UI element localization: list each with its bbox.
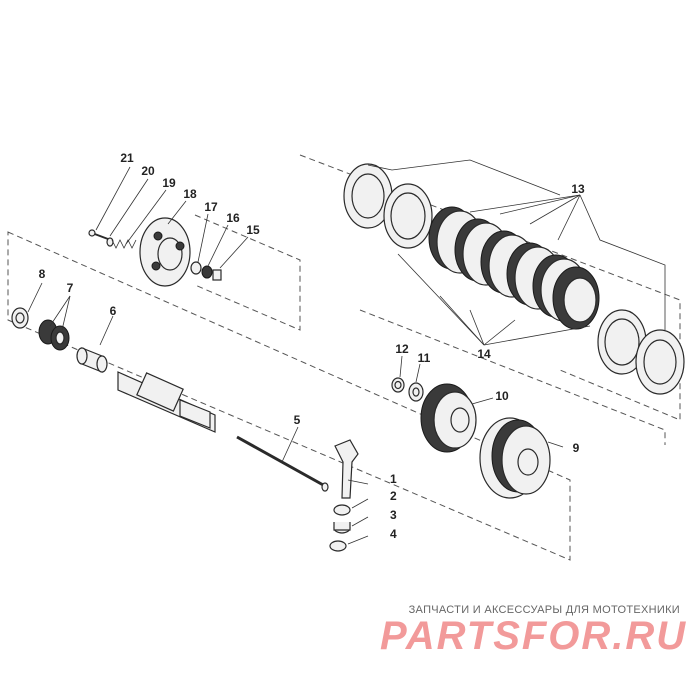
main-shaft — [117, 371, 216, 433]
callout-19: 19 — [162, 176, 176, 190]
part-12-nut — [391, 377, 405, 393]
part-2-seal — [333, 504, 351, 516]
callout-5: 5 — [294, 413, 301, 427]
callout-10: 10 — [495, 389, 509, 403]
callout-2: 2 — [390, 489, 397, 503]
callout-9: 9 — [573, 441, 580, 455]
callout-7: 7 — [67, 281, 74, 295]
part-20-washer — [106, 237, 114, 247]
callout-4: 4 — [390, 527, 397, 541]
part-1-release-lever — [334, 439, 359, 499]
part-21-screw — [88, 229, 109, 240]
watermark-logo: PARTSFOR.RU — [380, 614, 688, 658]
part-7-needle-bearings — [38, 319, 70, 351]
callout-18: 18 — [183, 187, 197, 201]
callout-3: 3 — [390, 508, 397, 522]
part-18-pressure-plate — [139, 217, 191, 287]
part-6-bushing — [76, 347, 108, 373]
watermark-tagline: ЗАПЧАСТИ И АКСЕССУАРЫ ДЛЯ МОТОТЕХНИКИ — [408, 604, 680, 616]
part-9-clutch-basket — [479, 417, 551, 499]
part-15-nut — [212, 269, 222, 281]
callout-20: 20 — [141, 164, 155, 178]
callout-17: 17 — [204, 200, 218, 214]
callout-21: 21 — [120, 151, 134, 165]
callout-6: 6 — [110, 304, 117, 318]
assembly-frame-pressure — [194, 214, 301, 331]
assembly-frame-main — [7, 231, 571, 561]
part-16-bearing — [201, 265, 213, 279]
part-19-spring — [111, 239, 137, 249]
part-4-bushing — [329, 540, 347, 552]
part-8-washer — [11, 307, 29, 329]
callout-14: 14 — [477, 347, 491, 361]
callout-1: 1 — [390, 472, 397, 486]
callout-13: 13 — [571, 182, 585, 196]
callout-12: 12 — [395, 342, 409, 356]
callout-11: 11 — [418, 351, 431, 365]
part-11-lock-washer — [408, 382, 424, 402]
part-10-clutch-hub — [420, 383, 477, 453]
leader-lines — [27, 159, 666, 545]
clutch-plate-stack — [343, 163, 685, 395]
callout-16: 16 — [226, 211, 240, 225]
watermark: ЗАПЧАСТИ И АКСЕССУАРЫ ДЛЯ МОТОТЕХНИКИ PA… — [380, 604, 688, 659]
part-5-push-rod — [236, 435, 329, 492]
callout-15: 15 — [246, 223, 260, 237]
part-3-bushing — [333, 522, 351, 534]
part-17-washer — [190, 261, 202, 275]
callout-8: 8 — [39, 267, 46, 281]
